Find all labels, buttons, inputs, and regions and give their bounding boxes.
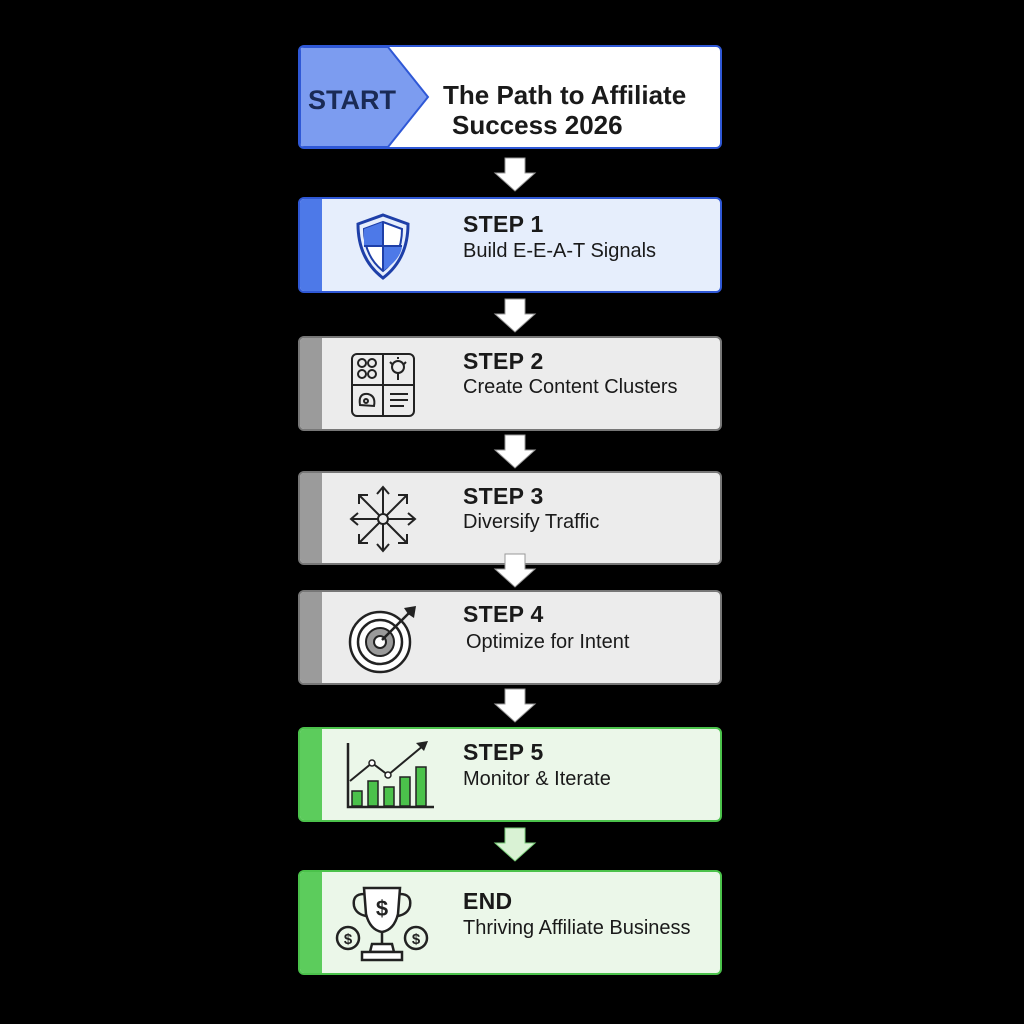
diverging-arrows-icon	[346, 482, 420, 556]
step-1-box: STEP 1 Build E-E-A-T Signals	[298, 197, 722, 293]
step-4-box: STEP 4 Optimize for Intent	[298, 590, 722, 685]
step-1-tab	[300, 199, 322, 291]
svg-text:$: $	[376, 896, 388, 921]
step-4-tab	[300, 592, 322, 683]
flow-arrow	[493, 827, 537, 863]
step-3-box: STEP 3 Diversify Traffic	[298, 471, 722, 565]
step-4-text: Optimize for Intent	[466, 631, 630, 653]
flow-arrow	[493, 434, 537, 470]
step-3-tab	[300, 473, 322, 563]
growth-chart-icon	[344, 737, 434, 811]
end-box: $ $ $ END Thriving Affiliate Business	[298, 870, 722, 975]
step-2-text: Create Content Clusters	[463, 376, 678, 398]
diagram-title-line-2: Success 2026	[452, 110, 623, 140]
step-4-heading: STEP 4	[463, 601, 544, 627]
flow-arrow	[493, 298, 537, 334]
end-tab	[300, 872, 322, 973]
target-icon	[346, 602, 420, 676]
step-3-heading: STEP 3	[463, 483, 544, 509]
flow-arrow	[493, 688, 537, 724]
content-clusters-icon	[346, 348, 420, 422]
step-5-tab	[300, 729, 322, 820]
step-3-text: Diversify Traffic	[463, 511, 600, 533]
end-heading: END	[463, 888, 513, 914]
start-box: START The Path to Affiliate Success 2026	[298, 45, 722, 149]
end-text: Thriving Affiliate Business	[463, 917, 691, 939]
step-2-heading: STEP 2	[463, 348, 544, 374]
step-5-heading: STEP 5	[463, 739, 544, 765]
flow-arrow	[493, 157, 537, 193]
svg-text:$: $	[344, 931, 353, 948]
diagram-title-line-1: The Path to Affiliate	[443, 80, 687, 110]
svg-text:$: $	[412, 931, 421, 948]
step-2-box: STEP 2 Create Content Clusters	[298, 336, 722, 431]
start-chevron	[300, 47, 430, 147]
step-5-box: STEP 5 Monitor & Iterate	[298, 727, 722, 822]
start-label: START	[308, 85, 396, 115]
step-5-text: Monitor & Iterate	[463, 768, 611, 790]
step-2-tab	[300, 338, 322, 429]
trophy-icon: $ $ $	[332, 880, 432, 970]
step-1-text: Build E-E-A-T Signals	[463, 240, 657, 262]
shield-icon	[346, 209, 420, 283]
step-1-heading: STEP 1	[463, 211, 544, 237]
flow-arrow	[493, 553, 537, 589]
